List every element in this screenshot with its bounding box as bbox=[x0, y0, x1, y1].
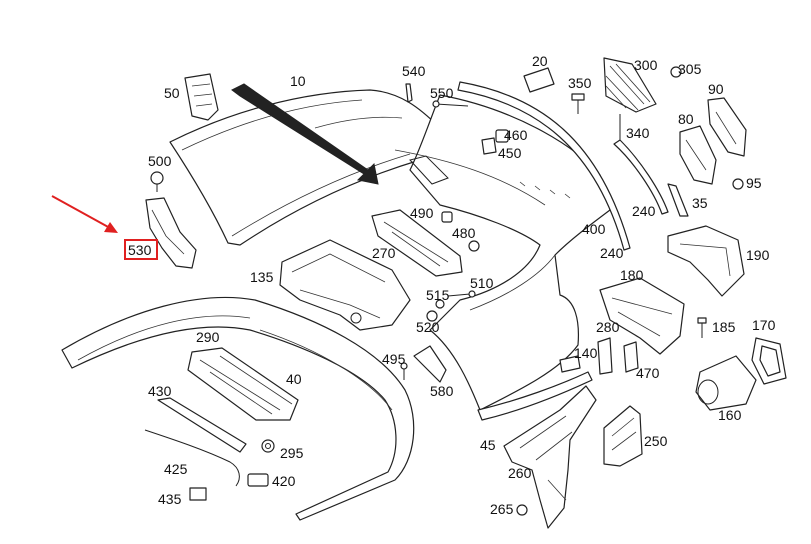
label-45[interactable]: 45 bbox=[480, 437, 496, 453]
label-95[interactable]: 95 bbox=[746, 175, 762, 191]
label-460[interactable]: 460 bbox=[504, 127, 528, 143]
label-490[interactable]: 490 bbox=[410, 205, 434, 221]
label-495[interactable]: 495 bbox=[382, 351, 406, 367]
part-160-exhaust-tip[interactable] bbox=[695, 355, 757, 411]
label-290[interactable]: 290 bbox=[196, 329, 220, 345]
label-250[interactable]: 250 bbox=[644, 433, 668, 449]
label-280[interactable]: 280 bbox=[596, 319, 620, 335]
part-240-moulding[interactable] bbox=[613, 139, 669, 215]
label-400[interactable]: 400 bbox=[582, 221, 606, 237]
label-520[interactable]: 520 bbox=[416, 319, 440, 335]
label-295[interactable]: 295 bbox=[280, 445, 304, 461]
part-420-sensor[interactable] bbox=[247, 473, 269, 487]
part-35-strip[interactable] bbox=[667, 183, 689, 217]
part-180-side-carrier[interactable] bbox=[599, 277, 685, 355]
label-480[interactable]: 480 bbox=[452, 225, 476, 241]
label-240-lower[interactable]: 240 bbox=[600, 245, 624, 261]
label-300[interactable]: 300 bbox=[634, 57, 658, 73]
label-180[interactable]: 180 bbox=[620, 267, 644, 283]
label-170[interactable]: 170 bbox=[752, 317, 776, 333]
part-510-screw[interactable] bbox=[447, 290, 476, 298]
part-470-plate[interactable] bbox=[623, 341, 639, 373]
part-550-pin[interactable] bbox=[432, 100, 469, 108]
label-90[interactable]: 90 bbox=[708, 81, 724, 97]
label-340[interactable]: 340 bbox=[626, 125, 650, 141]
part-530-side-bracket[interactable] bbox=[145, 197, 197, 269]
part-170-ring-trim[interactable] bbox=[751, 337, 787, 385]
label-420[interactable]: 420 bbox=[272, 473, 296, 489]
label-135[interactable]: 135 bbox=[250, 269, 274, 285]
label-20[interactable]: 20 bbox=[532, 53, 548, 69]
label-550[interactable]: 550 bbox=[430, 85, 454, 101]
part-190-side-bracket[interactable] bbox=[667, 225, 745, 297]
part-495-screw[interactable] bbox=[400, 362, 408, 380]
label-580[interactable]: 580 bbox=[430, 383, 454, 399]
label-160[interactable]: 160 bbox=[718, 407, 742, 423]
label-140[interactable]: 140 bbox=[574, 345, 598, 361]
part-90-housing[interactable] bbox=[707, 97, 747, 157]
part-265-washer[interactable] bbox=[516, 504, 528, 516]
part-45-trim-strip[interactable] bbox=[477, 371, 593, 421]
label-515[interactable]: 515 bbox=[426, 287, 450, 303]
label-425[interactable]: 425 bbox=[164, 461, 188, 477]
part-95-nut[interactable] bbox=[732, 178, 744, 190]
label-530[interactable]: 530 bbox=[128, 242, 152, 258]
label-435[interactable]: 435 bbox=[158, 491, 182, 507]
part-20-cover-plate[interactable] bbox=[523, 67, 555, 93]
label-305[interactable]: 305 bbox=[678, 61, 702, 77]
label-270[interactable]: 270 bbox=[372, 245, 396, 261]
label-35[interactable]: 35 bbox=[692, 195, 708, 211]
part-260-side-carrier[interactable] bbox=[503, 385, 597, 529]
part-250-bracket[interactable] bbox=[603, 405, 643, 467]
part-580-bracket[interactable] bbox=[413, 345, 447, 383]
part-425-cable[interactable] bbox=[144, 429, 240, 487]
label-260[interactable]: 260 bbox=[508, 465, 532, 481]
highlight-arrow bbox=[51, 195, 118, 233]
part-480-nut[interactable] bbox=[468, 240, 480, 252]
part-500-bolt[interactable] bbox=[150, 171, 164, 192]
label-470[interactable]: 470 bbox=[636, 365, 660, 381]
label-10[interactable]: 10 bbox=[290, 73, 306, 89]
part-460-clip[interactable] bbox=[495, 129, 509, 143]
label-185[interactable]: 185 bbox=[712, 319, 736, 335]
label-240-upper[interactable]: 240 bbox=[632, 203, 656, 219]
part-435-connector[interactable] bbox=[189, 487, 207, 501]
part-350-rivet[interactable] bbox=[571, 93, 585, 114]
part-540-stud[interactable] bbox=[405, 83, 413, 103]
label-265[interactable]: 265 bbox=[490, 501, 514, 517]
part-main-bumper-shell[interactable] bbox=[394, 94, 611, 411]
label-510[interactable]: 510 bbox=[470, 275, 494, 291]
part-50-bracket[interactable] bbox=[184, 73, 219, 121]
highlight-box-530 bbox=[124, 239, 158, 260]
label-540[interactable]: 540 bbox=[402, 63, 426, 79]
label-80[interactable]: 80 bbox=[678, 111, 694, 127]
part-520-nut[interactable] bbox=[426, 310, 438, 322]
part-515-nut[interactable] bbox=[435, 299, 445, 309]
direction-arrow bbox=[231, 83, 379, 185]
part-295-nut[interactable] bbox=[261, 439, 275, 453]
part-300-mesh-panel[interactable] bbox=[603, 57, 657, 113]
part-490-clip[interactable] bbox=[441, 211, 453, 223]
part-80-housing[interactable] bbox=[679, 125, 717, 185]
part-430-strip[interactable] bbox=[157, 397, 247, 453]
part-185-bolt[interactable] bbox=[697, 317, 707, 338]
part-140-clip[interactable] bbox=[559, 355, 581, 373]
part-270-center-bracket[interactable] bbox=[371, 209, 463, 277]
part-135-carrier-frame[interactable] bbox=[279, 239, 411, 331]
label-40[interactable]: 40 bbox=[286, 371, 302, 387]
part-280-bracket[interactable] bbox=[597, 337, 613, 375]
label-430[interactable]: 430 bbox=[148, 383, 172, 399]
part-400-trim-strip[interactable] bbox=[457, 81, 631, 251]
label-500[interactable]: 500 bbox=[148, 153, 172, 169]
part-40-lower-diffuser[interactable] bbox=[61, 296, 415, 521]
label-190[interactable]: 190 bbox=[746, 247, 770, 263]
callout-labels: 10 20 35 40 45 50 80 90 95 135 140 160 1… bbox=[128, 53, 776, 517]
label-450[interactable]: 450 bbox=[498, 145, 522, 161]
part-290-grille-insert[interactable] bbox=[187, 347, 299, 421]
label-50[interactable]: 50 bbox=[164, 85, 180, 101]
part-450-clip[interactable] bbox=[481, 137, 497, 155]
label-350[interactable]: 350 bbox=[568, 75, 592, 91]
part-305-screw[interactable] bbox=[670, 66, 682, 78]
